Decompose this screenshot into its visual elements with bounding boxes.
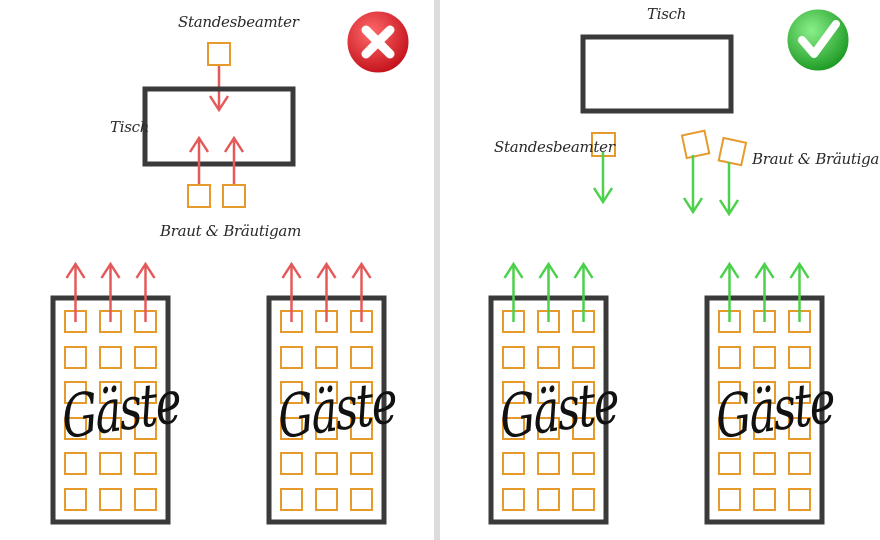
guest-seat <box>315 381 338 404</box>
tisch-table <box>142 86 296 167</box>
arrow-up-icon <box>135 261 156 322</box>
guest-seat <box>134 346 157 369</box>
standesbeamter-seat <box>207 42 231 66</box>
arrow-up-icon <box>719 261 740 322</box>
arrow-up-icon <box>188 135 245 184</box>
guest-seat <box>718 488 741 511</box>
guest-seat <box>315 488 338 511</box>
guest-seat <box>315 452 338 475</box>
guest-seat <box>502 417 525 440</box>
arrow-up-icon <box>789 261 810 322</box>
guest-seat <box>718 452 741 475</box>
tisch-label: Tisch <box>110 118 150 136</box>
guest-seat <box>134 417 157 440</box>
guest-seat <box>99 346 122 369</box>
guest-seat <box>537 346 560 369</box>
guest-seat <box>753 452 776 475</box>
arrow-up-icon <box>100 261 121 322</box>
guest-seat <box>99 488 122 511</box>
groom-seat <box>717 136 748 167</box>
arrow-up-icon <box>754 261 775 322</box>
guest-seat <box>718 381 741 404</box>
guest-seat <box>134 488 157 511</box>
guest-seat <box>537 417 560 440</box>
guest-block <box>704 261 825 525</box>
guest-seat <box>572 488 595 511</box>
arrow-up-icon <box>316 261 337 322</box>
guest-seat <box>502 452 525 475</box>
check-icon <box>798 20 840 58</box>
guest-seat <box>315 417 338 440</box>
guest-seat <box>64 488 87 511</box>
guest-seat <box>718 346 741 369</box>
groom-seat <box>222 184 246 208</box>
guest-seat <box>572 417 595 440</box>
guest-seat <box>350 488 373 511</box>
panel-divider <box>434 0 440 540</box>
guest-block <box>488 261 609 525</box>
bride-seat <box>187 184 211 208</box>
guest-seat <box>280 346 303 369</box>
guest-seat <box>753 417 776 440</box>
guest-block <box>50 261 171 525</box>
arrow-up-icon <box>351 261 372 322</box>
arrow-down-icon <box>592 152 614 205</box>
arrow-up-icon <box>573 261 594 322</box>
guest-seat <box>280 488 303 511</box>
guest-seat <box>788 452 811 475</box>
guest-seat <box>788 346 811 369</box>
arrow-up-icon <box>281 261 302 322</box>
correct-badge <box>784 6 852 74</box>
guest-seat <box>134 381 157 404</box>
guest-seat <box>64 417 87 440</box>
wrong-badge <box>344 8 412 76</box>
guest-seat <box>280 381 303 404</box>
guest-seat <box>350 452 373 475</box>
standesbeamter-label: Standesbeamter <box>178 13 299 31</box>
arrow-up-icon <box>503 261 524 322</box>
arrow-up-icon <box>65 261 86 322</box>
guest-seat <box>315 346 338 369</box>
bride-seat <box>680 129 711 160</box>
guest-seat <box>64 346 87 369</box>
guest-seat <box>753 381 776 404</box>
guest-seat <box>537 381 560 404</box>
guest-seat <box>350 346 373 369</box>
arrow-up-icon <box>538 261 559 322</box>
guest-seat <box>350 417 373 440</box>
guest-seat <box>753 346 776 369</box>
guest-seat <box>537 452 560 475</box>
tisch-label: Tisch <box>647 5 687 23</box>
guest-seat <box>350 381 373 404</box>
guest-seat <box>99 417 122 440</box>
guest-seat <box>537 488 560 511</box>
guest-block <box>266 261 387 525</box>
couple-label: Braut & Bräutigam <box>752 150 880 168</box>
guest-seat <box>788 488 811 511</box>
guest-seat <box>788 381 811 404</box>
tisch-table <box>580 34 734 114</box>
couple-label: Braut & Bräutigam <box>160 222 302 240</box>
guest-seat <box>718 417 741 440</box>
guest-seat <box>572 381 595 404</box>
guest-seat <box>502 381 525 404</box>
standesbeamter-label: Standesbeamter <box>494 138 615 156</box>
guest-seat <box>280 452 303 475</box>
guest-seat <box>99 452 122 475</box>
guest-seat <box>572 452 595 475</box>
guest-seat <box>280 417 303 440</box>
guest-seat <box>502 346 525 369</box>
guest-seat <box>134 452 157 475</box>
guest-seat <box>64 452 87 475</box>
cross-icon <box>361 25 395 59</box>
guest-seat <box>572 346 595 369</box>
guest-seat <box>788 417 811 440</box>
guest-seat <box>99 381 122 404</box>
guest-seat <box>753 488 776 511</box>
guest-seat <box>64 381 87 404</box>
guest-seat <box>502 488 525 511</box>
arrow-down-icon <box>682 155 740 217</box>
